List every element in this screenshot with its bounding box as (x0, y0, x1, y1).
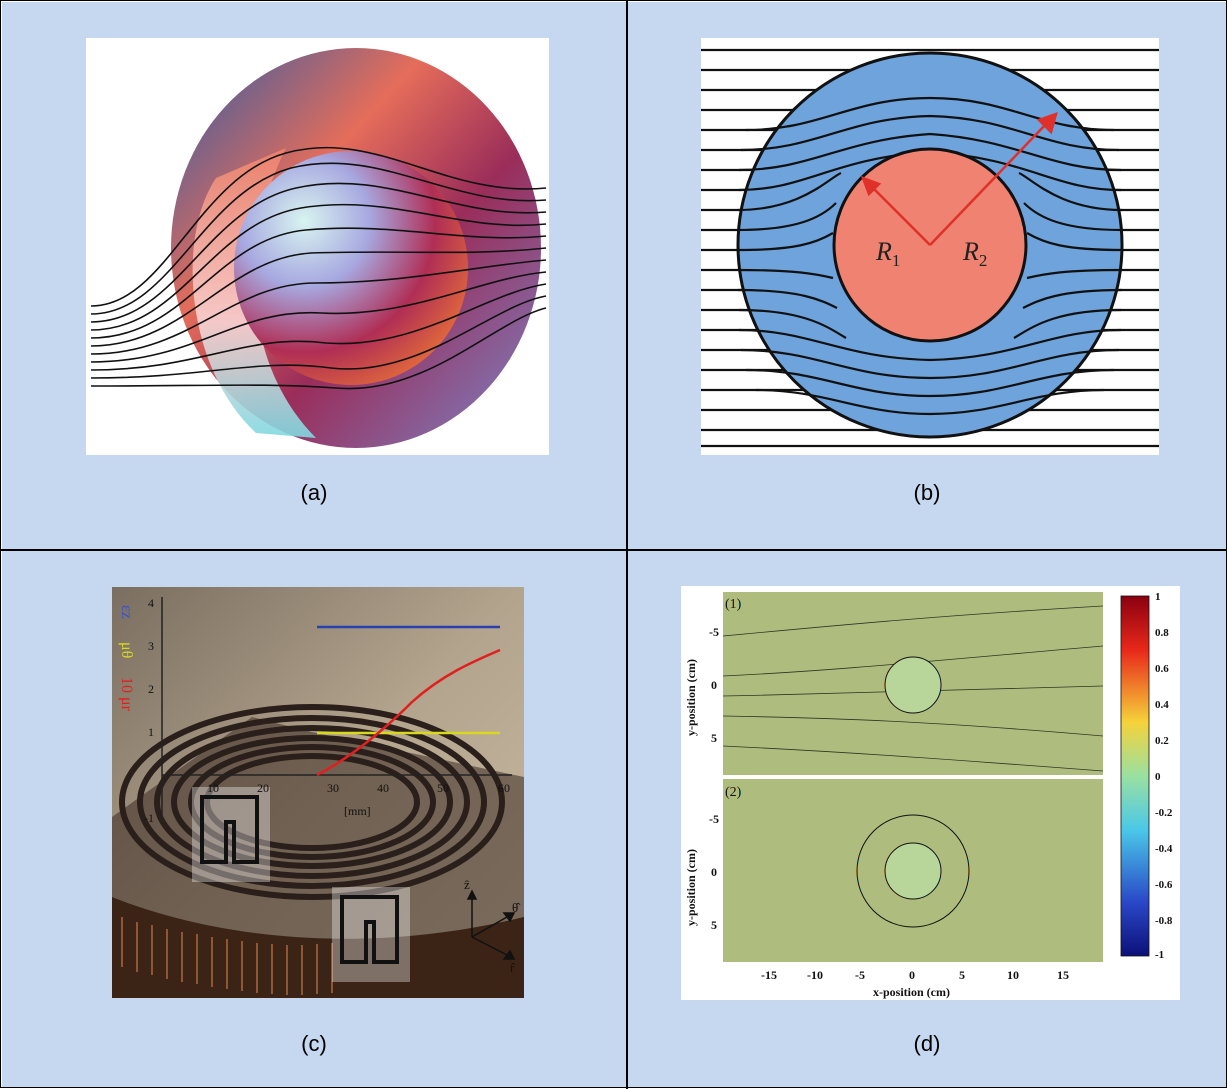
ylabel-1: y-position (cm) (684, 659, 698, 736)
table-divider-horizontal (1, 549, 1227, 551)
caption-b: (b) (913, 480, 941, 505)
concentric-rings (119, 704, 505, 900)
axis-theta-label: θ̂ (512, 900, 521, 915)
ytick-1: 1 (148, 725, 154, 739)
ytick-neg1: -1 (144, 811, 154, 825)
xtick-15: 15 (1057, 968, 1069, 982)
caption-a: (a) (300, 480, 328, 505)
ytick-1-neg5: -5 (709, 625, 719, 639)
cbar-tick-neg0.4: -0.4 (1155, 843, 1173, 855)
xtick-30: 30 (327, 781, 339, 795)
ytick-1-5: 5 (711, 731, 717, 745)
legend-mu-r: 10 μr (118, 677, 135, 712)
cbar-tick-neg0.6: -0.6 (1155, 879, 1173, 891)
subpanel-2-label: (2) (725, 785, 742, 800)
cbar-tick-0.2: 0.2 (1155, 735, 1169, 747)
caption-d: (d) (913, 1031, 941, 1056)
unit-cell-1-icon (200, 795, 259, 864)
inner-sphere (234, 151, 468, 385)
xlabel: x-position (cm) (873, 985, 950, 999)
subpanel-1-label: (1) (725, 597, 742, 612)
ytick-4: 4 (148, 596, 154, 610)
cbar-tick-neg1: -1 (1155, 949, 1164, 961)
field-map-2-inner-core (884, 842, 942, 900)
ytick-2-0: 0 (711, 865, 717, 879)
xtick-40: 40 (377, 781, 389, 795)
bent-field-lines (737, 96, 1123, 416)
figure-b-2d-cloak: R1 R2 (701, 38, 1159, 455)
field-map-2-outer-ring (856, 814, 970, 928)
ytick-2: 2 (148, 682, 154, 696)
unit-cell-2-icon (340, 895, 399, 964)
split-ring-pattern (121, 917, 333, 995)
legend-eps-z: εz (118, 605, 135, 619)
field-lines (90, 146, 547, 390)
xtick-20: 20 (257, 781, 269, 795)
cbar-tick-neg0.8: -0.8 (1155, 915, 1173, 927)
ytick-3: 3 (148, 639, 154, 653)
figure-c-metamaterial-photo: 4 3 2 1 -1 10 20 30 40 50 60 [mm] εz μθ … (112, 587, 524, 998)
xtick-neg15: -15 (761, 968, 777, 982)
cbar-tick-0.8: 0.8 (1155, 627, 1169, 639)
xtick-0: 0 (909, 968, 915, 982)
xtick-neg5: -5 (855, 968, 865, 982)
radius-arrows (860, 112, 1058, 246)
field-map-1-cloak (884, 656, 942, 714)
label-r2: R2 (962, 237, 987, 270)
figure-d-field-maps: (1) (2) y-position (cm) y-position (cm) … (681, 586, 1180, 1000)
label-r1: R1 (875, 237, 900, 270)
x-unit-label: [mm] (344, 804, 371, 818)
cbar-tick-neg0.2: -0.2 (1155, 807, 1173, 819)
ytick-2-5: 5 (711, 918, 717, 932)
figure-a-3d-cloak (86, 38, 549, 455)
xtick-10: 10 (1007, 968, 1019, 982)
cbar-tick-0.4: 0.4 (1155, 699, 1169, 711)
coordinate-axes (466, 889, 516, 960)
xtick-50: 50 (437, 781, 449, 795)
ylabel-2: y-position (cm) (684, 849, 698, 926)
cbar-tick-0: 0 (1155, 771, 1161, 783)
ytick-2-neg5: -5 (709, 812, 719, 826)
caption-c: (c) (301, 1031, 327, 1056)
axis-z-label: ẑ (464, 877, 470, 892)
outer-ring-wall (112, 897, 524, 998)
xtick-60: 60 (498, 781, 510, 795)
xtick-neg10: -10 (807, 968, 823, 982)
mu-r-curve (316, 648, 501, 777)
legend-mu-theta: μθ (118, 642, 135, 658)
colorbar-ticks: 1 0.8 0.6 0.4 0.2 0 -0.2 -0.4 -0.6 -0.8 … (1155, 591, 1173, 961)
colorbar (1120, 595, 1150, 957)
table-divider-vertical (626, 1, 628, 1089)
ytick-1-0: 0 (711, 678, 717, 692)
xtick-5: 5 (959, 968, 965, 982)
parameter-plot: 4 3 2 1 -1 10 20 30 40 50 60 [mm] εz μθ … (118, 596, 512, 825)
cbar-tick-1: 1 (1155, 591, 1161, 603)
xtick-10: 10 (207, 781, 219, 795)
cbar-tick-0.6: 0.6 (1155, 663, 1169, 675)
axis-r-label: r̂ (510, 960, 516, 975)
